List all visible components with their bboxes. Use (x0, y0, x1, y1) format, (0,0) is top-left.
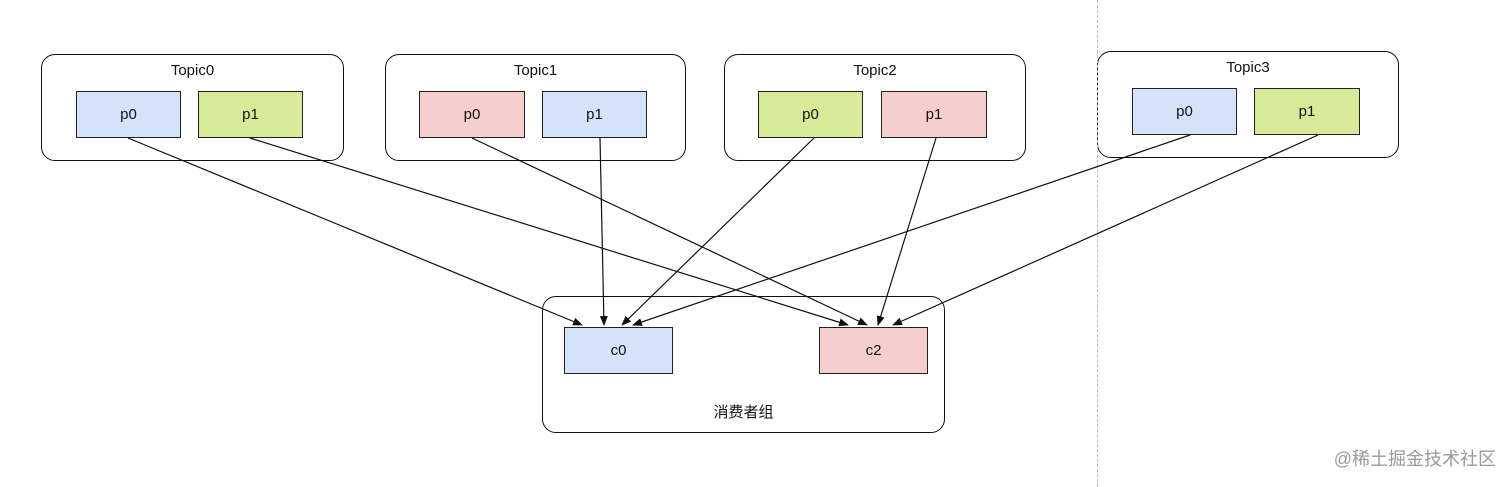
topic2-title: Topic2 (853, 62, 897, 79)
topic2-partition-p1: p1 (881, 91, 987, 138)
topic1-title: Topic1 (513, 62, 558, 79)
arrow-topic3-p1-to-c2 (892, 134, 1319, 326)
topic0-partition-p0: p0 (76, 91, 181, 138)
dashed-divider (1097, 0, 1098, 487)
topic1-partition-p0: p0 (419, 91, 525, 138)
topic1-partition-p1: p1 (542, 91, 647, 138)
arrow-topic0-p0-to-c0 (127, 137, 583, 326)
topic3-partition-p0: p0 (1132, 88, 1237, 135)
consumer-c2: c2 (819, 327, 928, 374)
topic0-title: Topic0 (170, 62, 215, 79)
topic2-partition-p0: p0 (758, 91, 863, 138)
topic3-partition-p1: p1 (1254, 88, 1360, 135)
topic0-partition-p1: p1 (198, 91, 303, 138)
consumer-c0: c0 (564, 327, 673, 374)
watermark: @稀土掘金技术社区 (1333, 449, 1496, 469)
topic3-title: Topic3 (1226, 59, 1270, 76)
consumer-group-label: 消费者组 (713, 404, 774, 421)
